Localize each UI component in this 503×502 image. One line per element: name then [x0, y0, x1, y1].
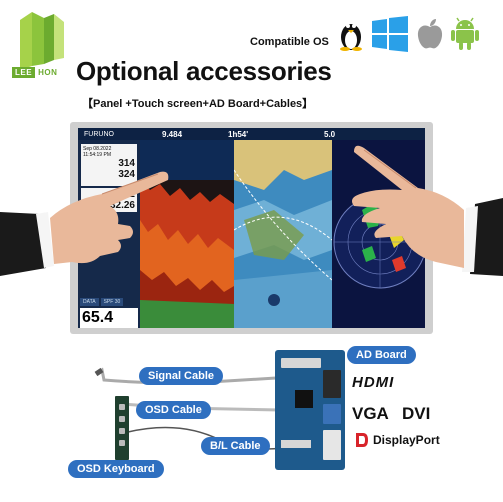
info-value-1: 314	[118, 158, 135, 169]
osd-cable-label: OSD Cable	[136, 401, 211, 419]
screen-range: 5.0	[324, 129, 336, 139]
signal-cable-label: Signal Cable	[139, 367, 224, 385]
logo-text: LEE HON	[12, 67, 60, 78]
compatible-os-label: Compatible OS	[250, 36, 329, 48]
page-subtitle: 【Panel +Touch screen+AD Board+Cables】	[82, 98, 314, 110]
displayport-logo: DisplayPort	[355, 432, 440, 448]
bl-cable-label: B/L Cable	[201, 437, 270, 455]
displayport-icon	[356, 433, 368, 447]
speed-tab-data[interactable]: DATA	[80, 298, 99, 306]
chart-view	[234, 140, 332, 328]
android-icon	[451, 17, 479, 50]
info-date: Sep 08.2022	[83, 146, 112, 152]
dvi-label: DVI	[402, 404, 431, 423]
screen-brand: FURUNO	[84, 130, 114, 138]
screen-topbar: FURUNO 9.484 1h54' 5.0	[78, 128, 425, 140]
info-value-4: 32.26	[109, 200, 135, 211]
os-icons	[338, 16, 480, 52]
ad-board-label: AD Board	[347, 346, 416, 364]
windows-icon	[372, 16, 408, 52]
left-hand-image	[0, 171, 169, 276]
screen-info-box: Sep 08.2022 11:54:19 PM 314 324	[81, 144, 137, 186]
speed-tab-spf[interactable]: SPF 30	[100, 298, 124, 306]
info-value-2: 324	[118, 169, 135, 180]
osd-keyboard-label: OSD Keyboard	[68, 460, 164, 478]
page-title: Optional accessories	[76, 56, 332, 86]
ad-board-image	[275, 350, 345, 470]
logo-lee: LEE	[12, 67, 36, 78]
speed-readout: 65.4	[80, 308, 138, 328]
info-time: 11:54:19 PM	[83, 152, 111, 158]
speed-tabs: DATA SPF 30	[80, 298, 124, 306]
linux-icon	[340, 24, 362, 51]
sonar-view	[140, 140, 234, 328]
apple-icon	[417, 19, 443, 49]
screen-depth: 9.484	[162, 129, 183, 139]
vga-label: VGA	[352, 404, 389, 423]
osd-keyboard-board	[115, 396, 129, 460]
logo-hon: HON	[38, 68, 58, 77]
displayport-label: DisplayPort	[373, 433, 440, 447]
screen-heading: 1h54'	[228, 129, 249, 139]
hdmi-logo: HDMI	[352, 374, 395, 391]
leehon-logo	[20, 12, 64, 70]
right-hand-image	[352, 145, 503, 276]
